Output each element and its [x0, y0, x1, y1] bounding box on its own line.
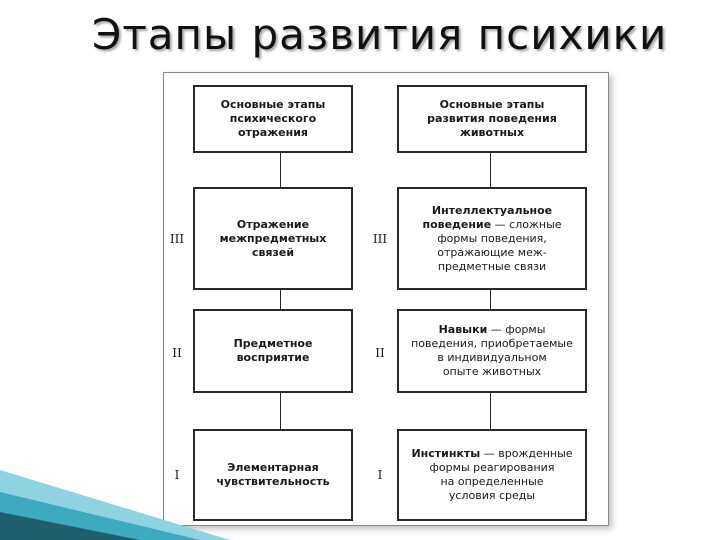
right-header-box: Основные этапы развития поведения животн… — [397, 85, 587, 153]
right-stage-3-box: Интеллектуальное поведение — сложные фор… — [397, 187, 587, 290]
right-stage-2-term: Навыки — [438, 323, 488, 336]
left-numeral-2: II — [172, 346, 182, 360]
left-numeral-1: I — [174, 468, 180, 482]
left-stage-2-box: Предметное восприятие — [193, 309, 353, 393]
left-stage-1-box: Элементарная чувствительность — [193, 429, 353, 521]
right-stage-1-term: Инстинкты — [411, 447, 481, 460]
left-numeral-3: III — [169, 232, 185, 246]
right-stage-1-box: Инстинкты — врожденные формы реагировани… — [397, 429, 587, 521]
left-header-box: Основные этапы психического отражения — [193, 85, 353, 153]
left-stage-1-label: Элементарная чувствительность — [216, 461, 330, 488]
page-title: Этапы развития психики — [92, 10, 668, 59]
right-numeral-3: III — [372, 232, 388, 246]
right-stage-3-desc: — сложные формы поведения, отражающие ме… — [437, 217, 562, 273]
left-stage-2-label: Предметное восприятие — [233, 337, 313, 364]
corner-swoosh-dark — [0, 512, 140, 540]
right-header-label: Основные этапы развития поведения животн… — [427, 98, 557, 139]
right-stage-2-desc: — формы поведения, приобретаемые в индив… — [411, 323, 573, 378]
right-numeral-1: I — [377, 468, 383, 482]
left-stage-3-label: Отражение межпредметных связей — [219, 217, 327, 259]
left-stage-3-box: Отражение межпредметных связей — [193, 187, 353, 290]
right-stage-2-box: Навыки — формы поведения, приобретаемые … — [397, 309, 587, 393]
left-header-label: Основные этапы психического отражения — [220, 98, 326, 139]
connector-line-left — [280, 152, 281, 430]
right-stage-3-term: Интеллектуальное поведение — [422, 203, 553, 231]
right-numeral-2: II — [375, 346, 385, 360]
connector-line-right — [490, 152, 491, 430]
decorative-corner-swoosh — [0, 470, 230, 540]
right-stage-1-desc: — врожденные формы реагирования на опред… — [429, 447, 573, 502]
